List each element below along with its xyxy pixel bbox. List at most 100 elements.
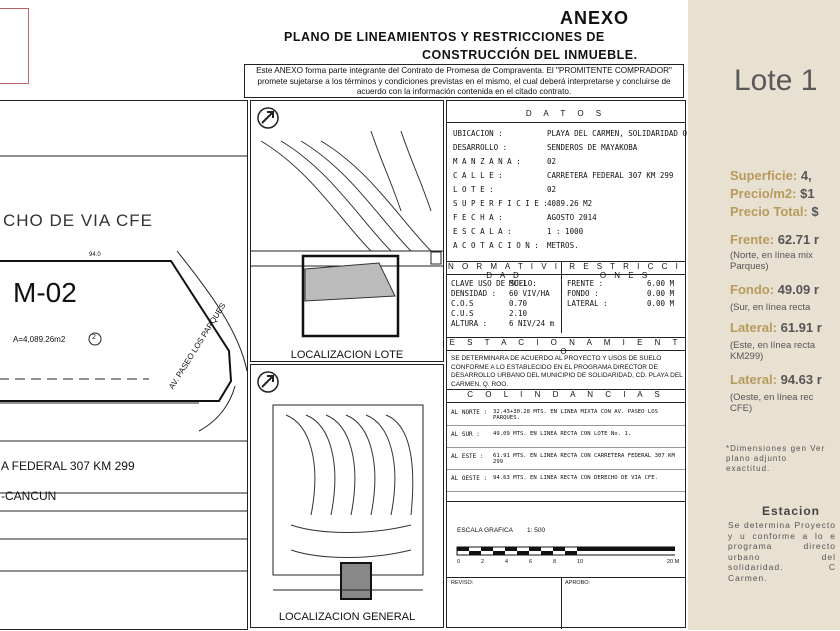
datos-row-key: E S C A L A : [453,227,512,236]
superficie-label: Superficie: [730,168,798,183]
estacionamiento-card-text: Se determina Proyecto y u conforme a lo … [728,520,836,583]
estacionamiento-text: SE DETERMINARA DE ACUERDO AL PROYECTO Y … [451,355,683,388]
norm-row-key: C.U.S [451,309,474,318]
reviso-label: REVISO: [451,580,474,586]
rest-row-value: 6.00 M [647,279,675,288]
lateral-west-value: 94.63 r [780,372,822,387]
rest-row-value: 0.00 M [647,299,675,308]
highway-label: A FEDERAL 307 KM 299 [1,459,135,473]
precio-total-value: $ [811,204,819,219]
colindancia-key: AL SUR : [451,431,480,438]
lot-location-map [251,107,443,338]
lateral-west-label: Lateral: [730,372,777,387]
rest-row-key: FRENTE : [567,279,604,288]
colindancia-value: 32.43+30.28 MTS. EN LINEA MIXTA CON AV. … [493,409,659,421]
lateral-west-note: (Oeste, en línea rec CFE) [730,392,814,414]
fondo-value: 49.09 r [777,282,819,297]
rest-row-key: LATERAL : [567,299,608,308]
rest-row-value: 0.00 M [647,289,675,298]
datos-row-key: UBICACION : [453,129,503,138]
norm-row-key: ALTURA : [451,319,488,328]
scale-tick-label: 20 M [667,559,680,565]
fondo-row: Fondo: 49.09 r [730,282,819,297]
colindancia-value: 61.91 MTS. EN LINEA RECTA CON CARRETERA … [493,453,675,465]
superficie-row: Superficie: 4, [730,168,812,183]
colindancia-value: 49.09 MTS. EN LINEA RECTA CON LOTE No. 1… [493,431,632,437]
datos-row-value: 02 [547,157,557,166]
datos-row-value: METROS. [547,241,579,250]
colindancia-key: AL ESTE : [451,453,484,460]
general-location-map [257,371,424,600]
signature-divider-h [447,577,685,578]
cfe-right-of-way-label: CHO DE VIA CFE [3,211,154,230]
colindancia-key: AL NORTE : [451,409,488,416]
fondo-label: Fondo: [730,282,775,297]
general-location-caption: LOCALIZACION GENERAL [278,611,416,623]
colindancias-bottom-line [447,501,685,502]
datos-row-key: F E C H A : [453,213,503,222]
scale-tick-label: 10 [577,559,584,565]
datos-row-value: PLAYA DEL CARMEN, SOLIDARIDAD Q. ROO. [547,129,715,138]
corner-box [0,8,29,84]
estacionamiento-header: E S T A C I O N A M I E N T O [447,337,685,356]
datos-row-value: 02 [547,185,557,194]
lateral-east-note: (Este, en línea recta KM299) [730,340,816,362]
precio-m2-row: Precio/m2: $1 [730,186,815,201]
graphic-scale-bar [456,546,675,556]
anexo-title: ANEXO [560,8,630,28]
card-title: Lote 1 [734,64,818,97]
precio-total-label: Precio Total: [730,204,808,219]
colindancia-divider [447,447,685,448]
lot-info-card: Lote 1 Superficie: 4, Precio/m2: $1 Prec… [688,0,840,630]
norm-row-value: MC-1 [509,279,528,288]
frente-row: Frente: 62.71 r [730,232,819,247]
plan-title-line2: CONSTRUCCIÓN DEL INMUEBLE. [422,48,638,62]
datos-row-value: CARRETERA FEDERAL 307 KM 299 [547,171,674,180]
datos-row-key: A C O T A C I O N : [453,241,539,250]
norm-row-value: 60 VIV/HA [509,289,550,298]
colindancia-divider [447,491,685,492]
norm-row-value: 0.70 [509,299,528,308]
frente-label: Frente: [730,232,775,247]
colindancia-value: 94.63 MTS. EN LINEA RECTA CON DERECHO DE… [493,475,659,481]
rest-row-key: FONDO : [567,289,599,298]
lateral-east-row: Lateral: 61.91 r [730,320,822,335]
datos-row-key: S U P E R F I C I E : [453,199,548,208]
normatividad-divider [561,261,562,333]
scale-label: ESCALA GRAFICA [457,527,513,534]
dimensions-disclaimer: *Dimensiones gen Ver plano adjunto exact… [726,444,826,473]
intro-text: Este ANEXO forma parte integrante del Co… [244,64,684,98]
lot-area-label: A=4,089.26m2 [13,335,66,344]
frente-value: 62.71 r [777,232,819,247]
estacionamiento-card-title: Estacion [762,504,821,518]
normatividad-title: N O R M A T I V I D A D [447,262,561,280]
fondo-note: (Sur, en línea recta [730,302,811,313]
lot-plan-panel: CHO DE VIA CFE M-02 94.0 A=4,089.26m2 2 … [0,100,248,630]
scale-tick-label: 4 [505,559,509,565]
datos-row-value: 1 : 1000 [547,227,584,236]
colindancias-header: C O L I N D A N C I A S [447,389,685,403]
datos-row-key: M A N Z A N A : [453,157,521,166]
datos-row-key: C A L L E : [453,171,503,180]
colindancia-divider [447,469,685,470]
top-dimension: 94.0 [89,252,101,258]
lot-location-caption: LOCALIZACION LOTE [290,349,404,361]
colindancia-divider [447,425,685,426]
norm-row-key: CLAVE USO DE SUELO: [451,279,537,288]
datos-row-value: SENDEROS DE MAYAKOBA [547,143,638,152]
restricciones-title: R E S T R I C C I O N E S [569,262,681,280]
datos-header: D A T O S [447,109,685,123]
scale-ratio: 1: 500 [527,527,546,534]
lateral-east-label: Lateral: [730,320,777,335]
norm-row-key: DENSIDAD : [451,289,497,298]
lateral-east-value: 61.91 r [780,320,822,335]
lot-location-panel: LOCALIZACION LOTE [250,100,444,362]
precio-m2-label: Precio/m2: [730,186,797,201]
scale-tick-label: 8 [553,559,557,565]
area-circle-number: 2 [92,334,96,341]
general-location-panel: LOCALIZACION GENERAL [250,364,444,628]
datos-row-key: DESARROLLO : [453,143,508,152]
norm-row-key: C.O.S [451,299,474,308]
signature-divider-v [561,577,562,629]
lot-label: M-02 [13,277,77,308]
